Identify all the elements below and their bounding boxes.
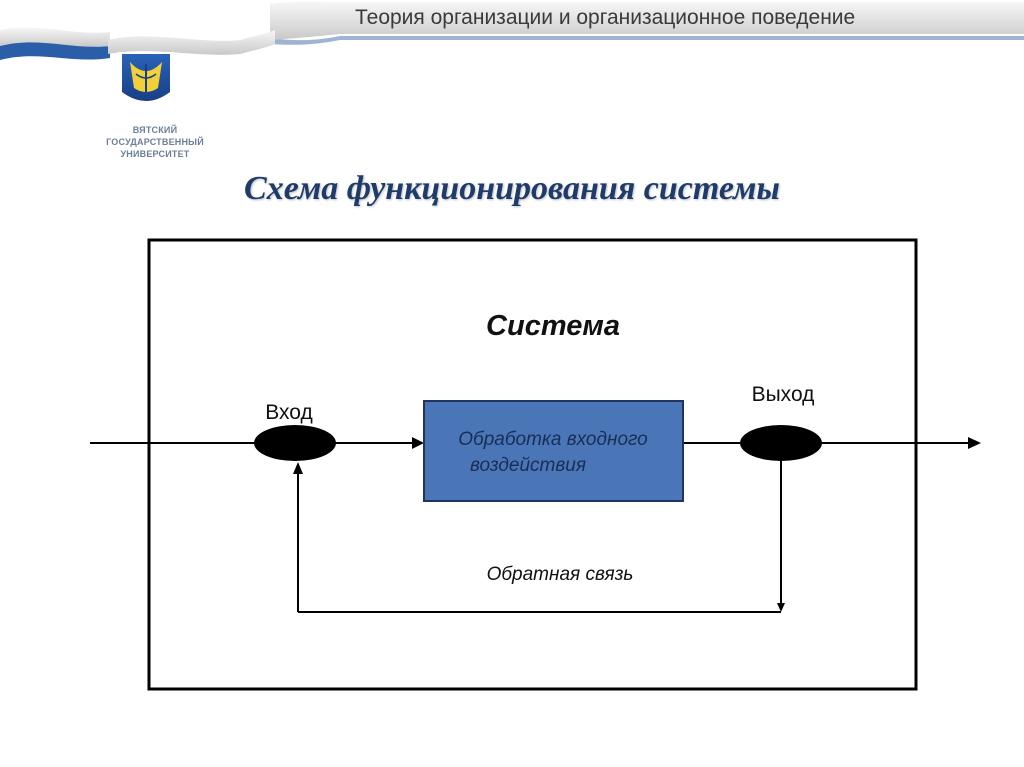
input-label: Вход	[265, 401, 313, 424]
university-name: ВЯТСКИЙ ГОСУДАРСТВЕННЫЙ УНИВЕРСИТЕТ	[90, 124, 220, 160]
feedback-label: Обратная связь	[487, 564, 634, 585]
process-label-line2: воздействия	[470, 455, 586, 476]
university-name-line: УНИВЕРСИТЕТ	[120, 149, 190, 159]
course-title: Теория организации и организационное пов…	[355, 6, 856, 29]
header-ribbon	[0, 1, 1024, 60]
university-crest-icon	[118, 52, 174, 110]
university-name-line: ГОСУДАРСТВЕННЫЙ	[106, 137, 204, 147]
arrow-to-process-icon	[412, 437, 424, 449]
feedback-arrow-down-icon	[777, 603, 785, 612]
output-arrow-icon	[968, 437, 981, 449]
feedback-arrow-up-icon	[293, 462, 303, 474]
university-name-line: ВЯТСКИЙ	[132, 125, 178, 135]
system-diagram: Система Вход Выход Обработка входного во…	[90, 238, 981, 691]
process-label-line1: Обработка входного	[458, 429, 648, 450]
input-node	[254, 425, 336, 461]
system-label: Система	[486, 310, 620, 342]
output-label: Выход	[752, 383, 815, 406]
output-node	[740, 425, 822, 461]
process-block	[423, 400, 684, 502]
slide-title: Схема функционирования системы	[244, 170, 780, 207]
system-boundary	[147, 238, 918, 691]
